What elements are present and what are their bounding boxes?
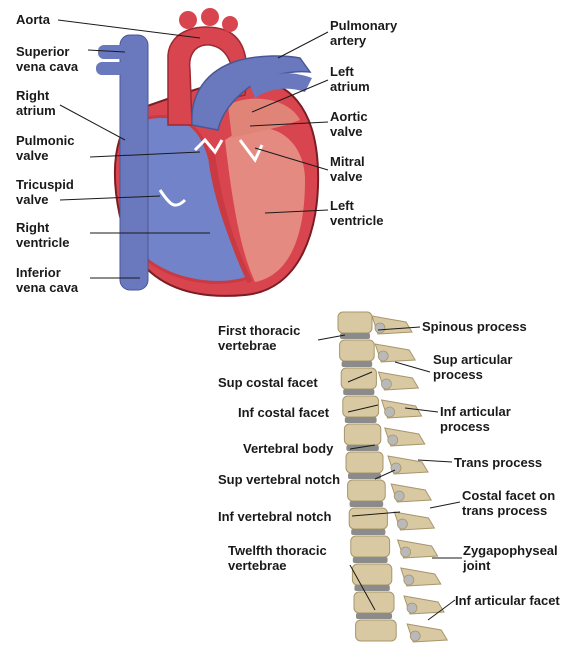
label-first-thoracic: First thoracic vertebrae bbox=[218, 323, 300, 353]
articular-facet-5 bbox=[388, 435, 398, 445]
intervertebral-disc-1 bbox=[340, 333, 370, 339]
label-tricuspid-valve: Tricuspid valve bbox=[16, 177, 74, 207]
label-inf-articular-facet: Inf articular facet bbox=[455, 593, 560, 608]
articular-facet-1 bbox=[375, 323, 385, 333]
intervertebral-disc-10 bbox=[354, 585, 389, 591]
intervertebral-disc-8 bbox=[351, 529, 385, 535]
articular-facet-2 bbox=[378, 351, 388, 361]
label-superior-vena-cava: Superior vena cava bbox=[16, 44, 78, 74]
aorta-branch-1 bbox=[179, 11, 197, 29]
label-left-ventricle: Left ventricle bbox=[330, 198, 383, 228]
label-pulmonic-valve: Pulmonic valve bbox=[16, 133, 75, 163]
intervertebral-disc-9 bbox=[353, 557, 388, 563]
vertebral-body-5 bbox=[344, 424, 380, 445]
articular-facet-10 bbox=[404, 575, 414, 585]
articular-facet-12 bbox=[410, 631, 420, 641]
label-trans-process: Trans process bbox=[454, 455, 542, 470]
vertebral-body-8 bbox=[349, 508, 387, 529]
label-aortic-valve: Aortic valve bbox=[330, 109, 368, 139]
label-inf-articular-process: Inf articular process bbox=[440, 404, 511, 434]
intervertebral-disc-11 bbox=[356, 613, 392, 619]
svc-branch-2 bbox=[96, 62, 136, 75]
label-sup-costal-facet: Sup costal facet bbox=[218, 375, 318, 390]
articular-facet-11 bbox=[407, 603, 417, 613]
label-inf-costal-facet: Inf costal facet bbox=[238, 405, 329, 420]
vertebral-body-11 bbox=[354, 592, 394, 613]
vertebral-body-10 bbox=[352, 564, 391, 585]
label-right-atrium: Right atrium bbox=[16, 88, 56, 118]
vertebral-body-9 bbox=[351, 536, 390, 557]
label-twelfth-thoracic: Twelfth thoracic vertebrae bbox=[228, 543, 327, 573]
articular-facet-8 bbox=[397, 519, 407, 529]
vertebral-body-6 bbox=[346, 452, 383, 473]
aorta-branch-3 bbox=[222, 16, 238, 32]
label-inf-vertebral-notch: Inf vertebral notch bbox=[218, 509, 331, 524]
intervertebral-disc-3 bbox=[343, 389, 374, 395]
aorta-branch-2 bbox=[201, 8, 219, 26]
vertebral-body-1 bbox=[338, 312, 372, 333]
label-vertebral-body: Vertebral body bbox=[243, 441, 333, 456]
label-aorta: Aorta bbox=[16, 12, 50, 27]
label-spinous-process: Spinous process bbox=[422, 319, 527, 334]
label-right-ventricle: Right ventricle bbox=[16, 220, 69, 250]
articular-facet-9 bbox=[401, 547, 411, 557]
vertebral-body-3 bbox=[341, 368, 376, 389]
vertebral-body-12 bbox=[356, 620, 397, 641]
articular-facet-4 bbox=[385, 407, 395, 417]
intervertebral-disc-2 bbox=[342, 361, 373, 367]
heart-illustration bbox=[96, 8, 318, 296]
intervertebral-disc-4 bbox=[345, 417, 377, 423]
label-left-atrium: Left atrium bbox=[330, 64, 370, 94]
articular-facet-7 bbox=[394, 491, 404, 501]
intervertebral-disc-5 bbox=[346, 445, 378, 451]
label-sup-articular-process: Sup articular process bbox=[433, 352, 512, 382]
intervertebral-disc-7 bbox=[350, 501, 384, 507]
vertebral-body-7 bbox=[348, 480, 386, 501]
label-sup-vertebral-notch: Sup vertebral notch bbox=[218, 472, 340, 487]
label-pulmonary-artery: Pulmonary artery bbox=[330, 18, 397, 48]
label-mitral-valve: Mitral valve bbox=[330, 154, 365, 184]
spine-illustration bbox=[338, 312, 447, 642]
label-zygapophyseal-joint: Zygapophyseal joint bbox=[463, 543, 558, 573]
label-inferior-vena-cava: Inferior vena cava bbox=[16, 265, 78, 295]
label-costal-facet-trans: Costal facet on trans process bbox=[462, 488, 555, 518]
vertebral-body-2 bbox=[340, 340, 375, 361]
articular-facet-3 bbox=[381, 379, 391, 389]
